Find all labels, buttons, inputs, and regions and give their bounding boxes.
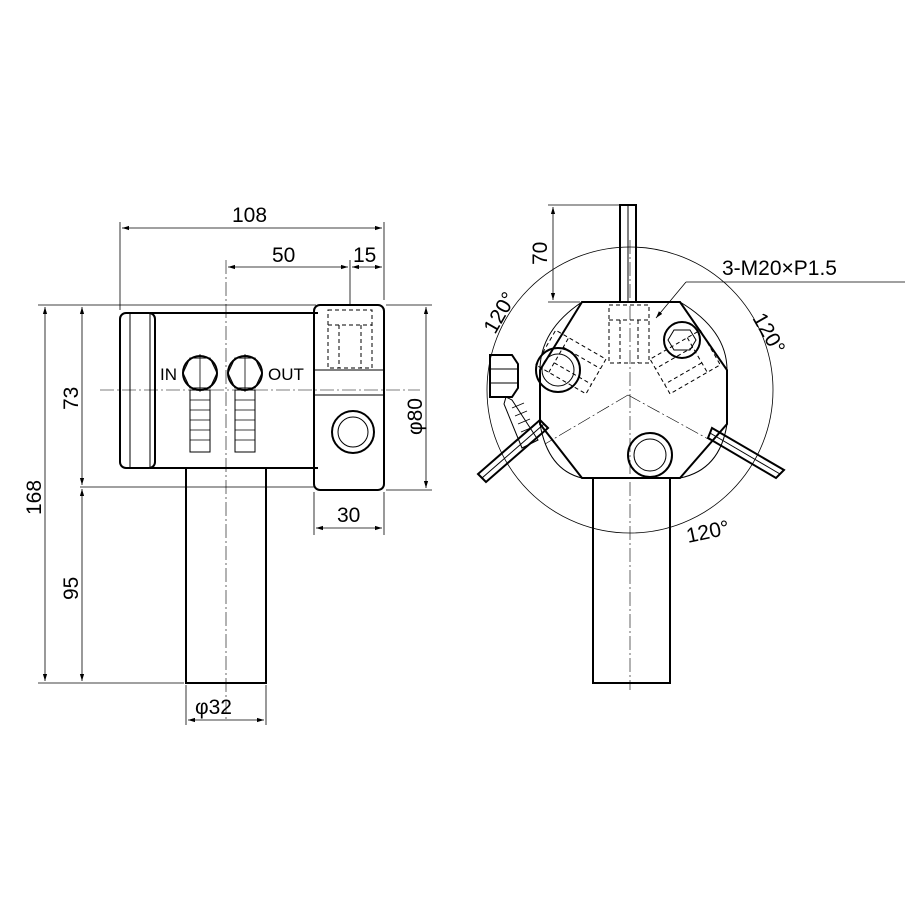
dim-70: 70	[529, 204, 620, 303]
dim-clamp-width-label: 30	[337, 504, 360, 527]
thread-callout-label: 3-M20×P1.5	[722, 257, 837, 280]
dim-shaft-diameter-label: φ32	[195, 696, 232, 719]
dim-95: 95	[60, 489, 85, 681]
dim-50: 50	[228, 244, 351, 304]
dim-168: 168	[23, 304, 316, 684]
dim-73: 73	[60, 307, 314, 488]
top-blade	[619, 204, 637, 303]
dim-15: 15	[352, 244, 382, 270]
side-view: IN OUT 108 50 15 168	[23, 204, 432, 725]
hidden-thread-left	[535, 329, 607, 395]
thread-callout: 3-M20×P1.5	[655, 257, 905, 319]
hidden-thread-right	[649, 329, 721, 395]
dim-blade-height-label: 70	[529, 242, 552, 265]
front-radial-line-right	[627, 394, 711, 441]
dim-108: 108	[119, 204, 385, 310]
front-view: 70 3-M20×P1.5 120° 120° 120°	[476, 204, 905, 690]
port-out-label: OUT	[268, 365, 304, 384]
dim-offset-label: 50	[272, 244, 295, 267]
angle-left-label: 120°	[479, 288, 521, 337]
dim-total-height-label: 168	[23, 480, 46, 515]
front-radial-line-left	[544, 394, 629, 445]
dim-body-diameter-label: φ80	[404, 398, 427, 435]
dim-phi32: φ32	[185, 685, 267, 725]
dim-bottom-height-label: 95	[60, 577, 83, 600]
angle-right-label: 120°	[748, 309, 790, 358]
dim-30: 30	[313, 492, 385, 535]
dim-overall-width-label: 108	[232, 204, 267, 227]
bolt-hole-left	[535, 347, 581, 393]
side-body	[119, 304, 385, 491]
port-in-label: IN	[160, 365, 177, 384]
out-fitting	[227, 354, 263, 453]
dim-phi80: φ80	[386, 304, 432, 491]
dim-top-height-label: 73	[60, 387, 83, 410]
dim-edge-label: 15	[353, 244, 376, 267]
angle-bottom-label: 120°	[684, 516, 731, 548]
front-side-fitting	[489, 354, 539, 449]
bolt-hole-bottom	[627, 432, 673, 478]
hidden-thread-top	[608, 304, 650, 364]
right-blade	[706, 426, 786, 480]
front-shaft	[592, 478, 671, 684]
in-fitting	[182, 354, 218, 453]
hex-socket-screw	[663, 321, 701, 359]
